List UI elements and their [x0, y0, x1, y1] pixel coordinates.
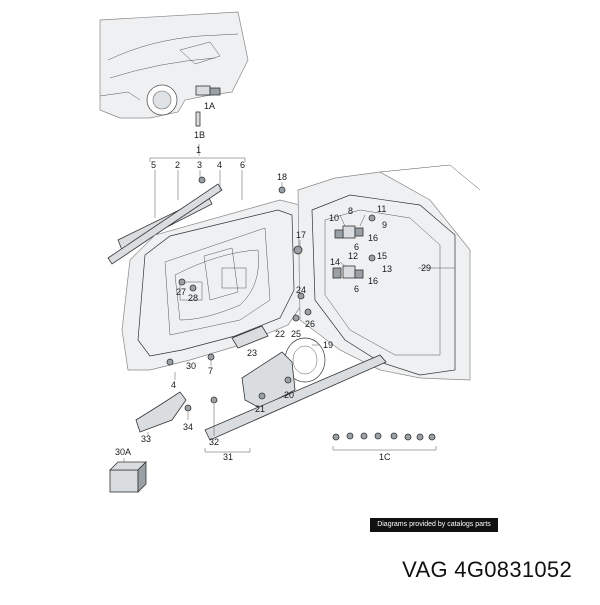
lower-hinge — [332, 265, 364, 279]
callout-31: 31 — [223, 452, 233, 462]
callout-10: 10 — [329, 213, 339, 223]
callout-4-bottom: 4 — [171, 380, 176, 390]
callout-6-low: 6 — [354, 284, 359, 294]
part-number: VAG 4G0831052 — [402, 557, 572, 582]
callout-13: 13 — [382, 264, 392, 274]
callout-7: 7 — [208, 366, 213, 376]
credit-banner: Diagrams provided by catalogs parts — [370, 518, 498, 532]
callout-22: 22 — [275, 329, 285, 339]
callout-25: 25 — [291, 329, 301, 339]
screw-set-1c — [332, 432, 436, 441]
callout-11: 11 — [377, 204, 386, 214]
upper-hinge — [334, 225, 364, 239]
handle-23 — [231, 325, 269, 349]
callout-34: 34 — [183, 422, 193, 432]
bracket-panel — [241, 351, 296, 409]
bolts — [166, 176, 376, 412]
callout-27: 27 — [176, 287, 186, 297]
callout-1: 1 — [196, 145, 201, 155]
clip-1b — [195, 111, 201, 127]
car-front-inset — [99, 11, 249, 119]
callout-23: 23 — [247, 348, 257, 358]
callout-16-upper: 16 — [368, 233, 378, 243]
leader-lines — [123, 144, 455, 462]
callout-1a: 1A — [204, 101, 215, 111]
callout-1b: 1B — [194, 130, 205, 140]
fastener-box-30a — [109, 461, 147, 493]
callout-9: 9 — [382, 220, 387, 230]
callout-17: 17 — [296, 230, 306, 240]
callout-14: 14 — [330, 257, 340, 267]
callout-16-lower: 16 — [368, 276, 378, 286]
callout-33: 33 — [141, 434, 151, 444]
callout-4-top: 4 — [217, 160, 222, 170]
callout-20: 20 — [284, 390, 294, 400]
door-opening-body — [297, 164, 481, 381]
callout-6-mid: 6 — [354, 242, 359, 252]
callout-29: 29 — [421, 263, 431, 273]
callout-30: 30 — [186, 361, 196, 371]
callout-5: 5 — [151, 160, 156, 170]
callout-1c: 1C — [379, 452, 391, 462]
callout-30a: 30A — [115, 447, 131, 457]
callout-19: 19 — [323, 340, 333, 350]
callout-8: 8 — [348, 206, 353, 216]
callout-2: 2 — [175, 160, 180, 170]
callout-32: 32 — [209, 437, 219, 447]
callout-24: 24 — [296, 285, 306, 295]
sill-strip-31 — [204, 354, 387, 441]
callout-15: 15 — [377, 251, 387, 261]
trim-strip-2 — [107, 183, 223, 265]
bracket-33 — [135, 391, 187, 433]
callout-26: 26 — [305, 319, 315, 329]
callout-6-top: 6 — [240, 160, 245, 170]
callout-18: 18 — [277, 172, 287, 182]
callout-21: 21 — [255, 404, 265, 414]
callout-28: 28 — [188, 293, 198, 303]
callout-3: 3 — [197, 160, 202, 170]
callout-12: 12 — [348, 251, 358, 261]
